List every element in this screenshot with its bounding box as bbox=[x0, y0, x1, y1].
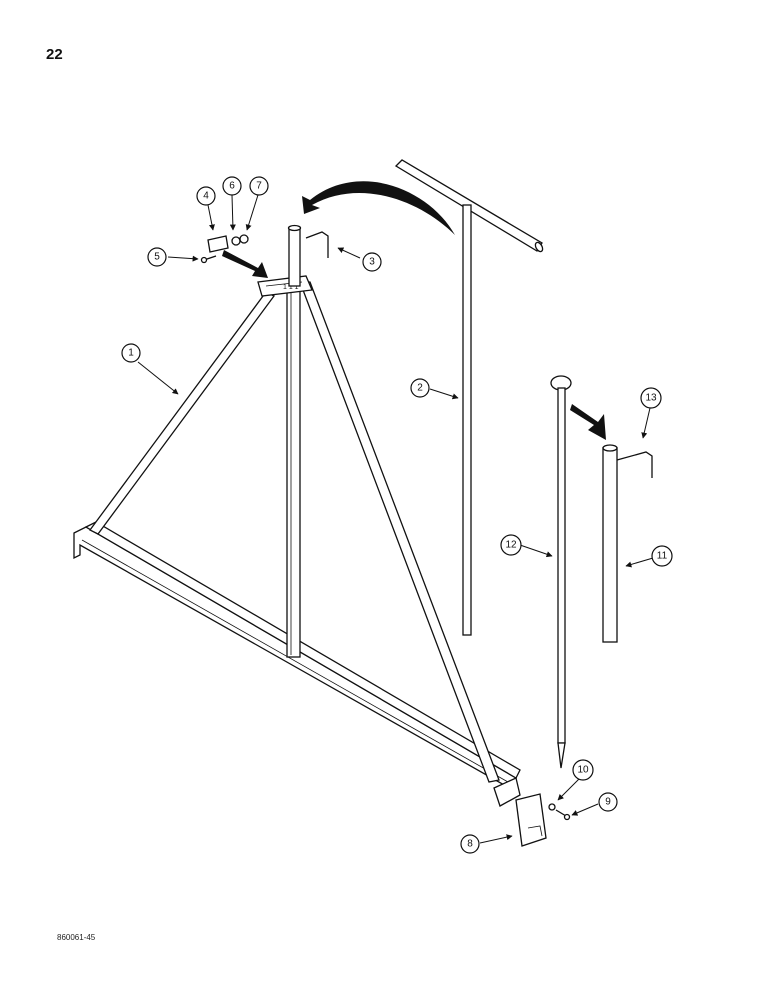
sleeve-11 bbox=[602, 444, 653, 643]
frame-assembly: 1 1 1 bbox=[73, 224, 521, 807]
callout-8: 8 bbox=[460, 834, 480, 854]
t-handle bbox=[394, 159, 544, 636]
callout-10: 10 bbox=[572, 759, 594, 781]
svg-text:1 1 1: 1 1 1 bbox=[283, 284, 299, 291]
callout-11-label: 11 bbox=[657, 551, 668, 562]
callout-12-label: 12 bbox=[505, 540, 517, 551]
callout-12: 12 bbox=[500, 534, 522, 556]
callout-3-label: 3 bbox=[369, 257, 375, 268]
callout-6: 6 bbox=[222, 176, 242, 196]
callout-3: 3 bbox=[362, 252, 382, 272]
end-plate-8 bbox=[515, 793, 571, 847]
callout-1-label: 1 bbox=[128, 348, 134, 359]
frame-mast bbox=[286, 284, 301, 658]
flow-arrow-top bbox=[302, 181, 455, 235]
page-number: 22 bbox=[46, 46, 63, 63]
callout-11: 11 bbox=[651, 545, 673, 567]
frame-left-brace bbox=[89, 291, 275, 535]
callout-6-label: 6 bbox=[229, 181, 235, 192]
callout-9: 9 bbox=[598, 792, 618, 812]
callout-5-label: 5 bbox=[154, 252, 160, 263]
callout-4-label: 4 bbox=[203, 191, 209, 202]
callout-2-label: 2 bbox=[417, 383, 423, 394]
callout-13-label: 13 bbox=[645, 393, 657, 404]
callout-9-label: 9 bbox=[605, 797, 611, 808]
callout-13: 13 bbox=[640, 387, 662, 409]
flow-arrow-rod bbox=[570, 404, 606, 440]
rod-12 bbox=[550, 375, 572, 769]
callout-8-label: 8 bbox=[467, 839, 473, 850]
callout-4: 4 bbox=[196, 186, 216, 206]
callout-7: 7 bbox=[249, 176, 269, 196]
callout-7-label: 7 bbox=[256, 181, 262, 192]
leader-lines bbox=[137, 194, 654, 844]
callout-10-label: 10 bbox=[577, 765, 589, 776]
callout-5: 5 bbox=[147, 247, 167, 267]
callout-1: 1 bbox=[121, 343, 141, 363]
figure-code: 860061-45 bbox=[57, 933, 96, 942]
callout-2: 2 bbox=[410, 378, 430, 398]
hardware-top bbox=[200, 234, 268, 278]
